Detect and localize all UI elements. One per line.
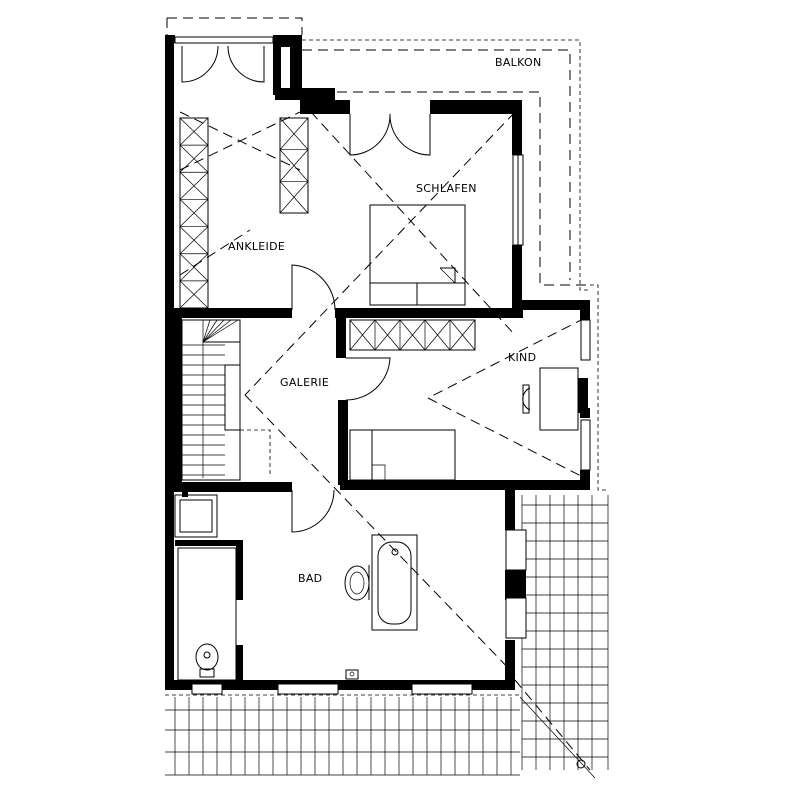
room-labels: BALKON SCHLAFEN ANKLEIDE GALERIE KIND BA…	[228, 56, 542, 585]
walls	[165, 35, 590, 690]
single-bed	[349, 429, 456, 481]
heater-symbol	[345, 669, 359, 680]
double-bed	[369, 204, 466, 306]
staircase	[181, 319, 271, 481]
desk	[522, 367, 579, 431]
roof-hatching-right	[521, 495, 609, 770]
wardrobe-kind	[349, 319, 476, 351]
room-label-bad: BAD	[298, 572, 322, 585]
room-label-ankleide: ANKLEIDE	[228, 240, 285, 253]
room-label-schlafen: SCHLAFEN	[416, 182, 477, 195]
bathtub	[371, 534, 418, 631]
toilet	[177, 547, 237, 681]
wardrobe-ankleide-left	[179, 117, 209, 309]
windows	[174, 36, 591, 695]
roof-hatching-bottom	[165, 696, 596, 779]
wardrobe-ankleide-right	[279, 117, 309, 214]
shower	[174, 491, 218, 538]
roof-marker	[576, 759, 586, 769]
room-label-kind: KIND	[508, 351, 536, 364]
roof-outline-dashed	[165, 17, 608, 696]
room-label-galerie: GALERIE	[280, 376, 329, 389]
washbasin	[344, 565, 370, 601]
room-label-balkon: BALKON	[495, 56, 542, 69]
doors	[181, 45, 431, 533]
